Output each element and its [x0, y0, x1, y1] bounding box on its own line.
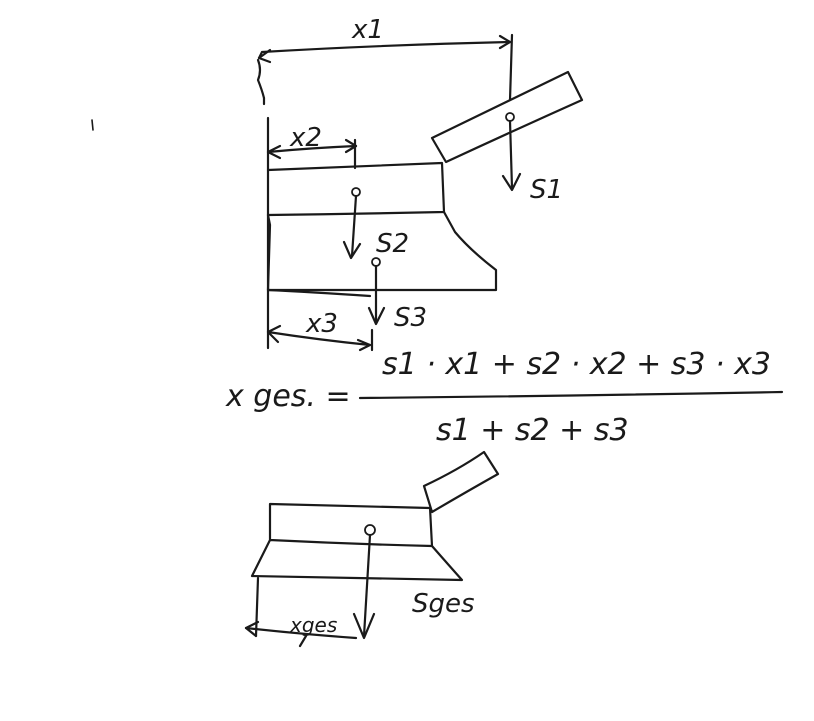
s2-label: S2	[376, 229, 409, 259]
force-s3-arrow	[367, 257, 386, 326]
x2-label: x2	[289, 123, 322, 153]
x1-dimension	[256, 33, 514, 106]
sges-label: Sges	[412, 589, 475, 619]
s3-label: S3	[394, 303, 427, 333]
bottom-left-reference	[254, 576, 260, 638]
s1-label: S1	[530, 175, 563, 205]
equation-denominator: s1 + s2 + s3	[436, 413, 629, 448]
fraction-bar	[358, 390, 784, 400]
x3-label: x3	[305, 309, 338, 339]
sheet-stack	[266, 70, 584, 298]
equation-lhs: x ges. =	[225, 379, 351, 414]
force-sges-arrow	[352, 524, 376, 640]
xges-dimension	[244, 620, 358, 648]
equation-numerator: s1 · x1 + s2 · x2 + s3 · x3	[382, 347, 771, 382]
equation: x ges. = s1 · x1 + s2 · x2 + s3 · x3 s1 …	[225, 347, 784, 448]
xges-label: xges	[289, 613, 337, 637]
force-s2-arrow	[342, 187, 362, 260]
stray-mark	[91, 119, 94, 131]
bottom-slanted-sheet	[422, 450, 500, 514]
bottom-sheet-stack	[250, 502, 464, 582]
force-s1-arrow	[501, 112, 522, 192]
x2-dimension	[266, 138, 358, 170]
x3-dimension	[266, 324, 374, 352]
top-figure: x1 x2 x3 S1 S2 S3	[91, 15, 584, 352]
x1-label: x1	[351, 15, 384, 45]
bottom-figure: xges Sges	[244, 450, 500, 648]
